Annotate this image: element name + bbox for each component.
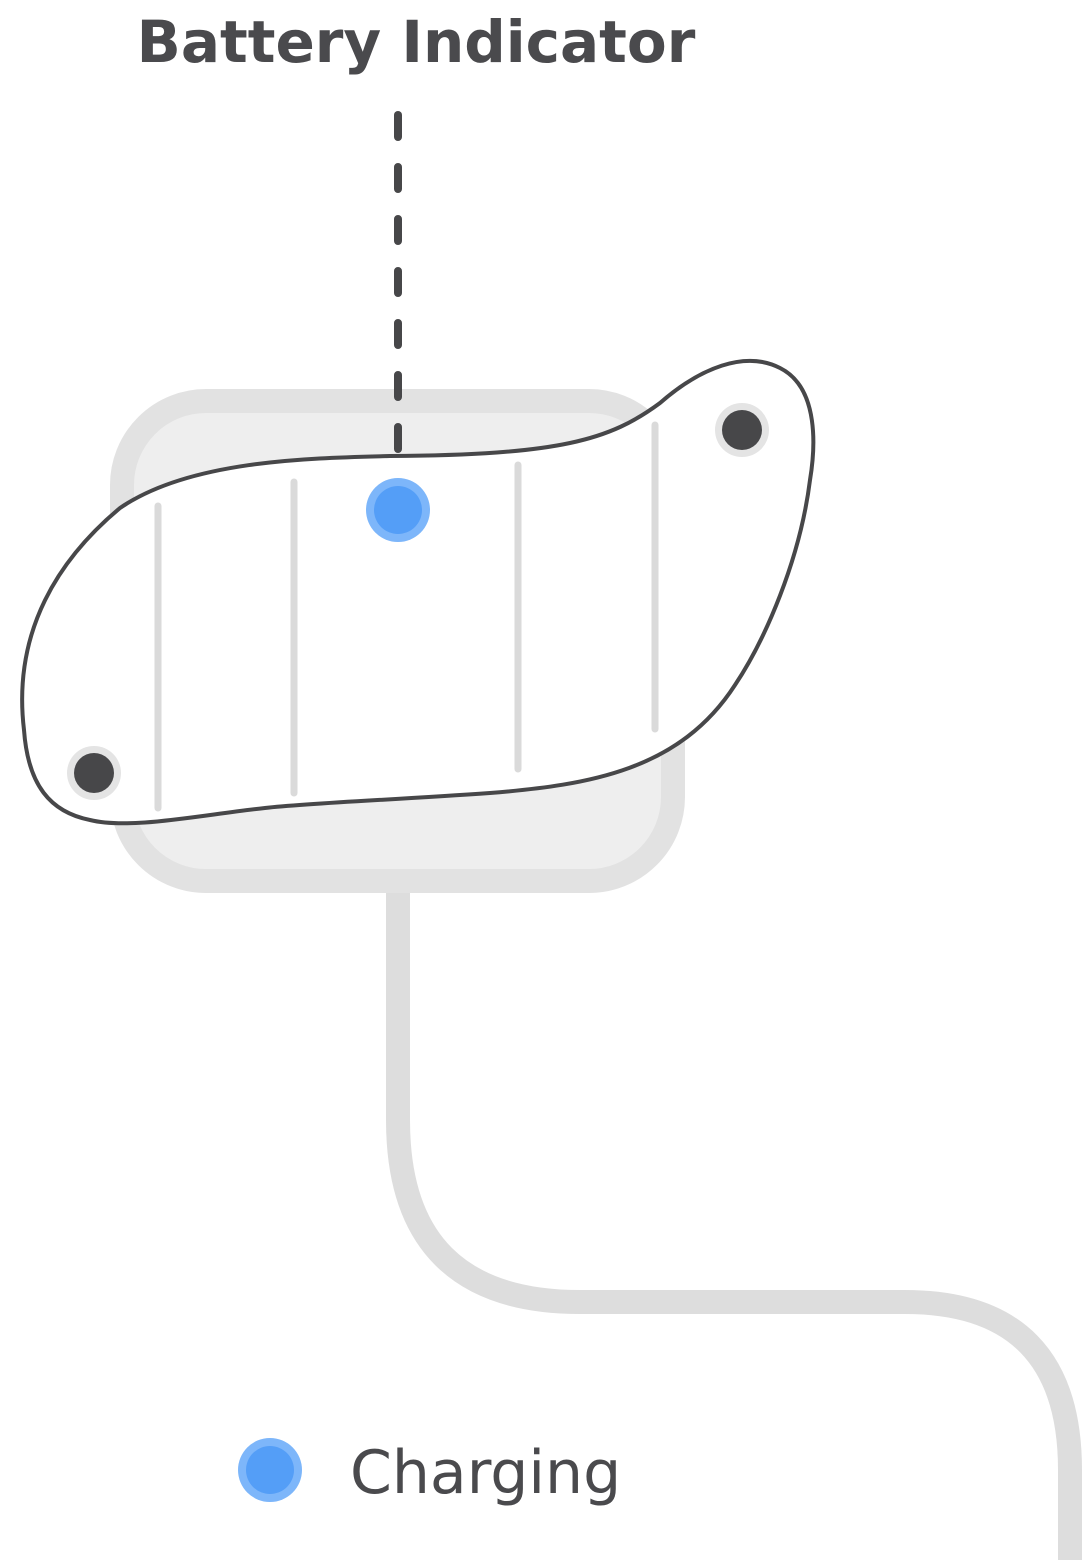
screw-icon bbox=[715, 403, 769, 457]
legend-label: Charging bbox=[350, 1438, 621, 1508]
legend-swatch-icon bbox=[238, 1438, 302, 1502]
screw-icon bbox=[67, 746, 121, 800]
status-light-icon bbox=[366, 478, 430, 542]
callout-label: Battery Indicator bbox=[137, 8, 696, 76]
battery-body bbox=[20, 358, 816, 826]
legend: Charging bbox=[238, 1438, 621, 1508]
charging-cable bbox=[386, 885, 1082, 1560]
